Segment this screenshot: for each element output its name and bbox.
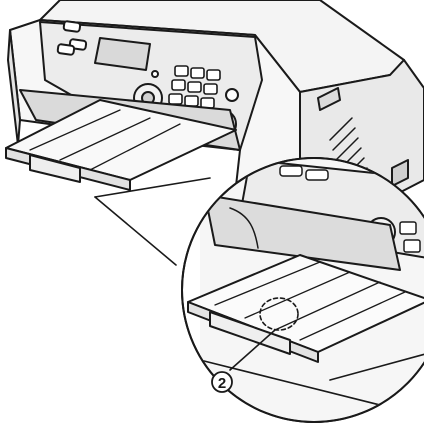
paper-output-area	[5, 89, 241, 191]
zoomed-tray-extension	[209, 311, 291, 355]
side-connector	[391, 159, 409, 187]
callout-number: 2	[218, 375, 226, 392]
panel-button	[56, 43, 76, 56]
dashed-circle-marker-icon	[259, 297, 299, 331]
round-button	[225, 88, 239, 102]
magnifier-circle-icon	[181, 157, 424, 423]
zoomed-tray-ribs	[214, 261, 406, 341]
panel-button	[62, 20, 82, 33]
callout-badge: 2	[211, 371, 233, 393]
small-indicator	[151, 70, 159, 78]
zoom-connector-lines	[94, 177, 211, 266]
zoomed-panel-keys	[279, 165, 421, 253]
side-handle	[317, 87, 341, 111]
tray-extension	[29, 154, 81, 183]
tray-ribs	[29, 109, 181, 171]
callout-leader-line	[229, 329, 276, 371]
zoomed-output-slot	[204, 194, 401, 271]
lcd-display	[94, 37, 151, 71]
